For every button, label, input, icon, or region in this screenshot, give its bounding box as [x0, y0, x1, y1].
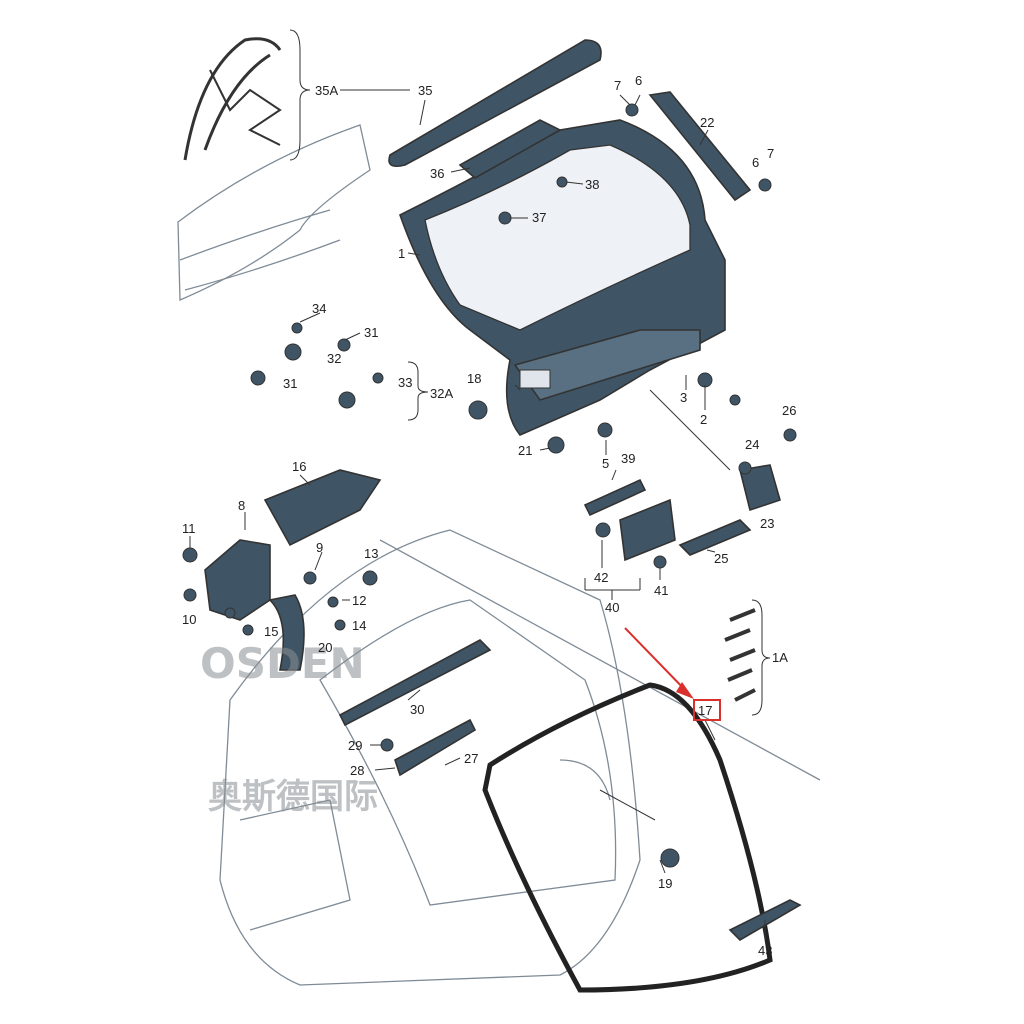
label-2: 2 — [700, 412, 707, 427]
leader-lines — [189, 89, 766, 940]
rubber-seal — [482, 682, 773, 993]
label-35: 35 — [418, 83, 432, 98]
label-13: 13 — [364, 546, 378, 561]
highlight-box — [693, 699, 721, 721]
label-39: 39 — [621, 451, 635, 466]
label-3: 3 — [680, 390, 687, 405]
label-31b: 31 — [283, 376, 297, 391]
label-15: 15 — [264, 624, 278, 639]
tailgate-panel — [399, 119, 726, 436]
label-5: 5 — [602, 456, 609, 471]
callout-labels: 35A 35 7 6 22 6 7 36 38 37 1 34 31 32 31… — [182, 73, 796, 958]
label-36: 36 — [430, 166, 444, 181]
watermark-chinese: 奥斯德国际 — [208, 777, 378, 817]
clip-set — [724, 608, 756, 702]
label-37: 37 — [532, 210, 546, 225]
gas-strut — [648, 91, 752, 202]
label-21: 21 — [518, 443, 532, 458]
label-30: 30 — [410, 702, 424, 717]
label-43: 43 — [758, 943, 772, 958]
label-40: 40 — [605, 600, 619, 615]
hinge-assembly — [204, 469, 382, 671]
label-7b: 7 — [767, 146, 774, 161]
label-10: 10 — [182, 612, 196, 627]
bracket-27 — [394, 718, 477, 777]
fasteners — [182, 103, 797, 868]
label-41: 41 — [654, 583, 668, 598]
label-23: 23 — [760, 516, 774, 531]
rear-bumper-outline — [177, 124, 371, 301]
label-34: 34 — [312, 301, 326, 316]
label-7a: 7 — [614, 78, 621, 93]
label-32: 32 — [327, 351, 341, 366]
label-24: 24 — [745, 437, 759, 452]
label-19: 19 — [658, 876, 672, 891]
watermark: OSDEN 奥斯德国际 — [200, 639, 378, 817]
wiring-harness — [183, 37, 282, 161]
label-18: 18 — [467, 371, 481, 386]
label-16: 16 — [292, 459, 306, 474]
spoiler-part — [388, 39, 602, 168]
trim-strip — [338, 639, 492, 727]
emblem-plates — [583, 478, 676, 562]
label-1A: 1A — [772, 650, 788, 665]
tailgate-latch — [739, 464, 781, 512]
watermark-brand: OSDEN — [200, 639, 365, 688]
handle-plate — [678, 519, 752, 556]
group-brackets — [289, 29, 771, 716]
label-26: 26 — [782, 403, 796, 418]
label-11: 11 — [182, 521, 196, 536]
highlight-arrow — [624, 627, 694, 699]
label-35A: 35A — [315, 83, 338, 98]
car-rear-outline — [219, 529, 821, 986]
label-6b: 6 — [752, 155, 759, 170]
label-20: 20 — [318, 640, 332, 655]
label-12: 12 — [352, 593, 366, 608]
label-27: 27 — [464, 751, 478, 766]
label-6a: 6 — [635, 73, 642, 88]
label-17: 17 — [698, 703, 712, 718]
label-32A: 32A — [430, 386, 453, 401]
label-31a: 31 — [364, 325, 378, 340]
label-9: 9 — [316, 540, 323, 555]
label-1: 1 — [398, 246, 405, 261]
label-22: 22 — [700, 115, 714, 130]
label-33: 33 — [398, 375, 412, 390]
label-29: 29 — [348, 738, 362, 753]
label-14: 14 — [352, 618, 366, 633]
label-8: 8 — [238, 498, 245, 513]
label-28: 28 — [350, 763, 364, 778]
label-42: 42 — [594, 570, 608, 585]
label-25: 25 — [714, 551, 728, 566]
label-38: 38 — [585, 177, 599, 192]
third-brake-light — [458, 119, 562, 179]
